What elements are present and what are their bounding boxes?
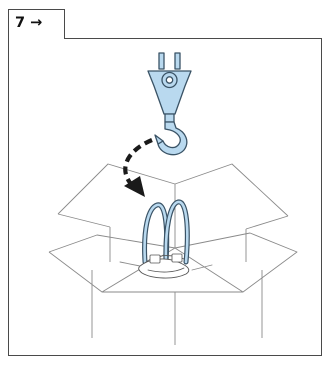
step-tab bbox=[8, 9, 65, 39]
curved-dashed-arrow-icon bbox=[123, 138, 153, 197]
crane-hook-icon bbox=[147, 52, 192, 156]
step-tab-joint bbox=[9, 36, 64, 40]
open-box-icon bbox=[48, 163, 298, 345]
lifting-slings-icon bbox=[119, 199, 213, 279]
step-number-label: 7 → bbox=[15, 15, 43, 31]
